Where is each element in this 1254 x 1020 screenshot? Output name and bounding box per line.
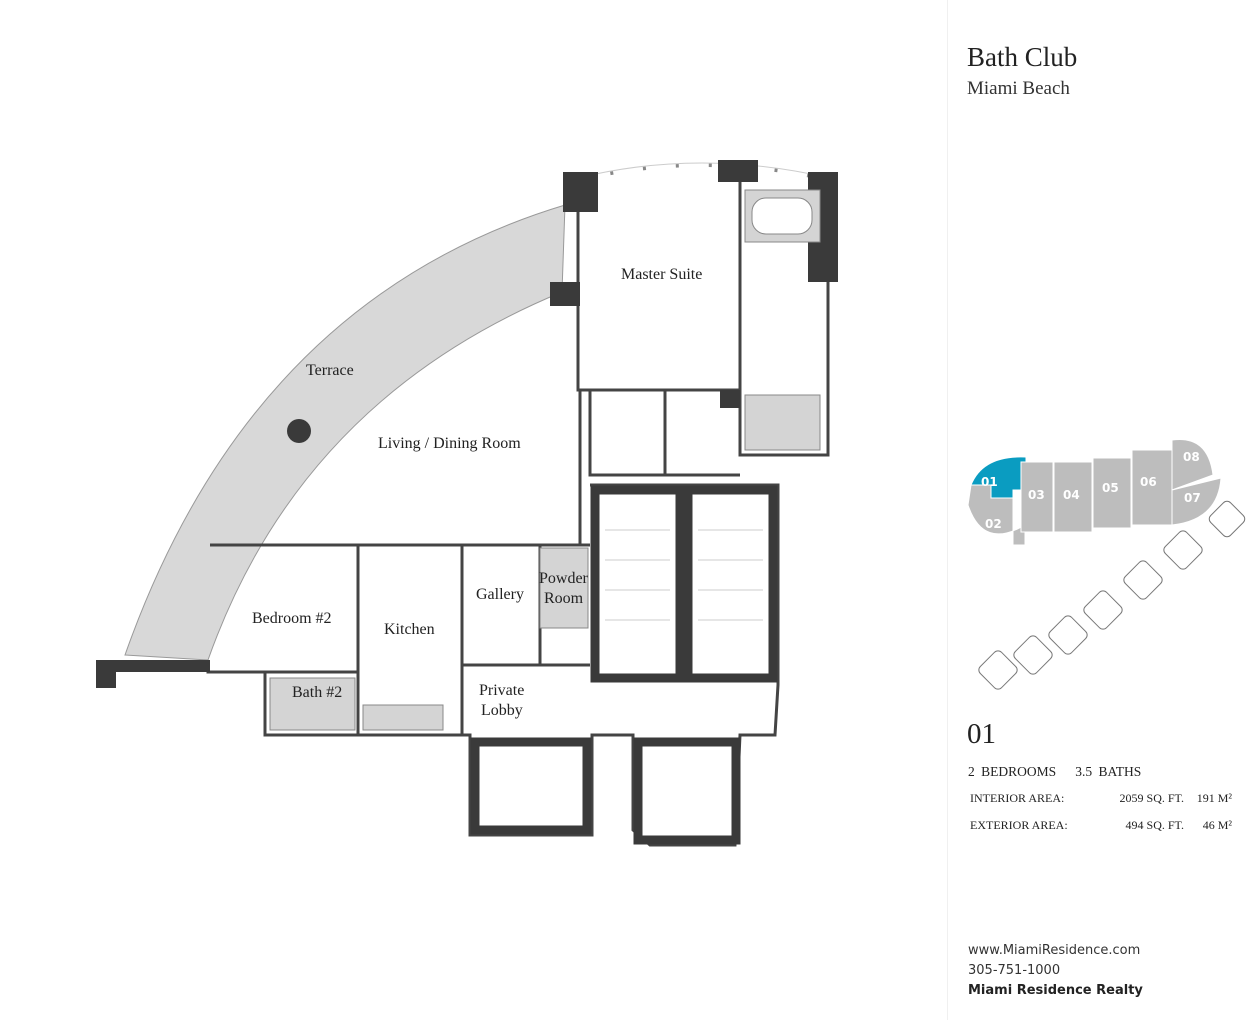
bed-bath-count: 2 BEDROOMS 3.5 BATHS — [968, 764, 1141, 780]
stairwells — [590, 485, 778, 683]
key-unit-04 — [1053, 461, 1093, 533]
unit-number: 01 — [967, 718, 996, 750]
room-label-lobby: Private — [479, 682, 524, 699]
interior-label: INTERIOR AREA: — [970, 791, 1065, 805]
key-unit-03 — [1020, 461, 1054, 533]
key-unit-08 — [1171, 438, 1214, 491]
walls — [206, 180, 830, 847]
room-label-lobby: Lobby — [481, 702, 523, 719]
room-label-powder: Powder — [539, 570, 589, 587]
key-unit-06 — [1131, 449, 1173, 526]
svg-text:06: 06 — [1140, 475, 1157, 489]
elevator — [470, 737, 592, 835]
svg-text:01: 01 — [981, 475, 998, 489]
company-name: Miami Residence Realty — [968, 983, 1143, 998]
svg-text:08: 08 — [1183, 450, 1200, 464]
phone-number: 305-751-1000 — [968, 963, 1061, 978]
svg-text:02: 02 — [985, 517, 1002, 531]
exterior-label: EXTERIOR AREA: — [970, 818, 1068, 832]
room-label-powder: Room — [544, 590, 584, 607]
room-label-gallery: Gallery — [476, 586, 524, 603]
interior-m2: 191 M² — [1196, 791, 1232, 805]
building-location: Miami Beach — [967, 78, 1070, 99]
key-unit-01 — [970, 456, 1027, 499]
building-name: Bath Club — [967, 42, 1078, 72]
room-label-master: Master Suite — [621, 266, 702, 283]
svg-text:07: 07 — [1184, 491, 1201, 505]
interior-sqft: 2059 SQ. FT. — [1119, 791, 1184, 805]
interior-area-row: INTERIOR AREA: 2059 SQ. FT. 191 M² — [970, 791, 1232, 806]
svg-text:03: 03 — [1028, 488, 1045, 502]
room-label-kitchen: Kitchen — [384, 621, 435, 638]
exterior-m2: 46 M² — [1202, 818, 1232, 832]
exterior-area-row: EXTERIOR AREA: 494 SQ. FT. 46 M² — [970, 818, 1232, 833]
room-label-bedroom2: Bedroom #2 — [252, 610, 332, 627]
key-unit-02 — [967, 484, 1026, 546]
floor-plan: Terrace Living / Dining Room Master Suit… — [96, 160, 838, 847]
structural-columns — [96, 160, 838, 688]
room-label-terrace: Terrace — [306, 362, 354, 379]
key-plan: 01 02 03 04 05 06 07 08 — [967, 438, 1246, 690]
key-unit-07 — [1171, 477, 1222, 526]
key-towers — [978, 500, 1246, 690]
website-link[interactable]: www.MiamiResidence.com — [968, 943, 1141, 958]
exterior-sqft: 494 SQ. FT. — [1125, 818, 1184, 832]
svg-text:04: 04 — [1063, 488, 1080, 502]
bedrooms: 2 BEDROOMS — [968, 764, 1057, 779]
elevator — [633, 737, 741, 845]
room-label-bath2: Bath #2 — [292, 684, 342, 701]
svg-text:05: 05 — [1102, 481, 1119, 495]
key-unit-05 — [1092, 457, 1132, 529]
baths: 3.5 BATHS — [1075, 764, 1142, 779]
room-label-living: Living / Dining Room — [378, 435, 521, 452]
